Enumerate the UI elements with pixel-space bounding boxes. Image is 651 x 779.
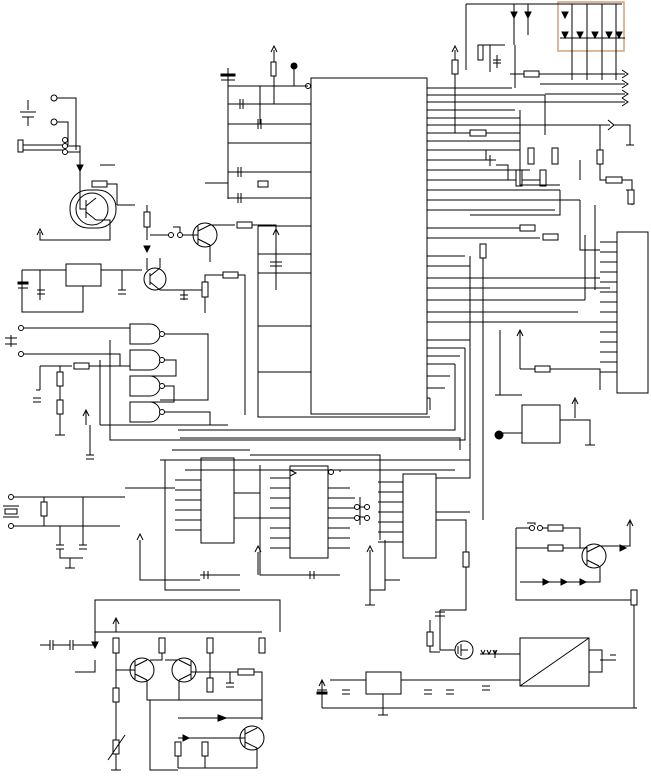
mid-bus-wiring xyxy=(125,437,470,606)
mcu-pin-wires-right xyxy=(427,87,615,399)
voltage-regulator-left xyxy=(17,263,142,313)
mosfet-switch xyxy=(426,519,474,660)
long-routing-wires xyxy=(178,95,600,520)
lcd-backlight-driver xyxy=(494,328,601,446)
dc-dc-converter xyxy=(480,637,616,687)
led-array xyxy=(465,3,625,80)
highlighted-led-array xyxy=(557,1,625,52)
nand-gate-wiring xyxy=(5,325,245,460)
battery-circuit xyxy=(17,94,115,173)
ic-right-middle xyxy=(354,473,470,559)
ic-left-middle xyxy=(175,457,290,544)
optocoupler xyxy=(36,171,135,241)
microcontroller-chip xyxy=(305,77,428,415)
amplifier-circuit xyxy=(40,599,281,771)
power-supply-regulator xyxy=(316,671,637,716)
nand-gate-array xyxy=(129,323,165,423)
top-right-outputs xyxy=(451,44,629,134)
resistor-top-center xyxy=(270,44,298,104)
mcu-pin-wires-left xyxy=(205,85,430,418)
capacitor-electrolytic-top xyxy=(220,68,236,86)
top-right-components xyxy=(469,119,635,241)
lcd-connector xyxy=(584,205,649,394)
crystal-oscillator-left xyxy=(3,494,125,569)
charge-switch xyxy=(143,205,246,415)
bottom-right-transistor xyxy=(515,518,638,708)
ic-center-middle xyxy=(270,465,360,559)
power-switch-transistor xyxy=(150,221,282,290)
capacitor-row xyxy=(237,99,269,203)
